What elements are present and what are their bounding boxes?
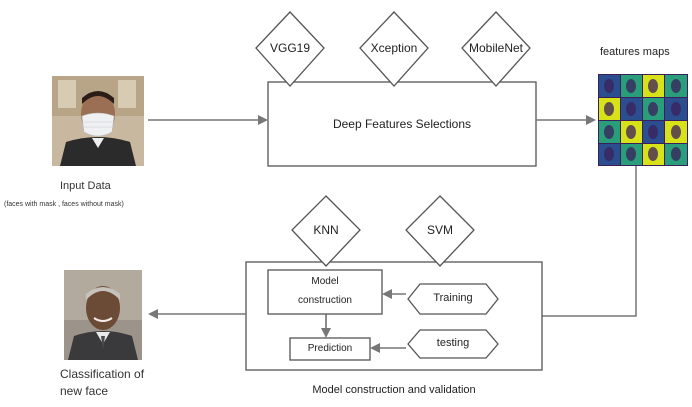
output-face-photo <box>64 270 142 360</box>
input-data-sublabel: (faces with mask , faces without mask) <box>4 201 124 208</box>
mobilenet-diamond <box>461 11 531 87</box>
connector-maps-to-classifiers <box>520 166 637 317</box>
testing-label: testing <box>436 337 470 349</box>
feature-maps-image <box>598 74 688 166</box>
prediction-label: Prediction <box>307 343 353 354</box>
pipeline-caption: Model construction and validation <box>312 384 476 396</box>
training-label: Training <box>433 292 473 304</box>
vgg19-label: VGG19 <box>269 41 311 55</box>
input-face-photo <box>52 76 144 166</box>
mobilenet-label: MobileNet <box>468 41 524 55</box>
xception-label: Xception <box>370 41 418 55</box>
testing-hexagon <box>407 329 499 359</box>
knn-diamond <box>291 195 361 267</box>
output-label: Classification of new face <box>60 367 145 398</box>
svm-label: SVM <box>426 223 453 237</box>
svm-diamond <box>405 195 475 267</box>
deep-features-label: Deep Features Selections <box>332 117 472 131</box>
input-data-label: Input Data <box>60 180 111 192</box>
vgg19-diamond <box>255 11 325 87</box>
feature-maps-label: features maps <box>600 46 670 58</box>
deep-features-box <box>267 81 537 167</box>
training-hexagon <box>407 283 499 315</box>
model-construction-label: Model construction <box>298 276 352 306</box>
model-construction-box <box>267 269 383 315</box>
knn-label: KNN <box>313 223 339 237</box>
xception-diamond <box>359 11 429 87</box>
